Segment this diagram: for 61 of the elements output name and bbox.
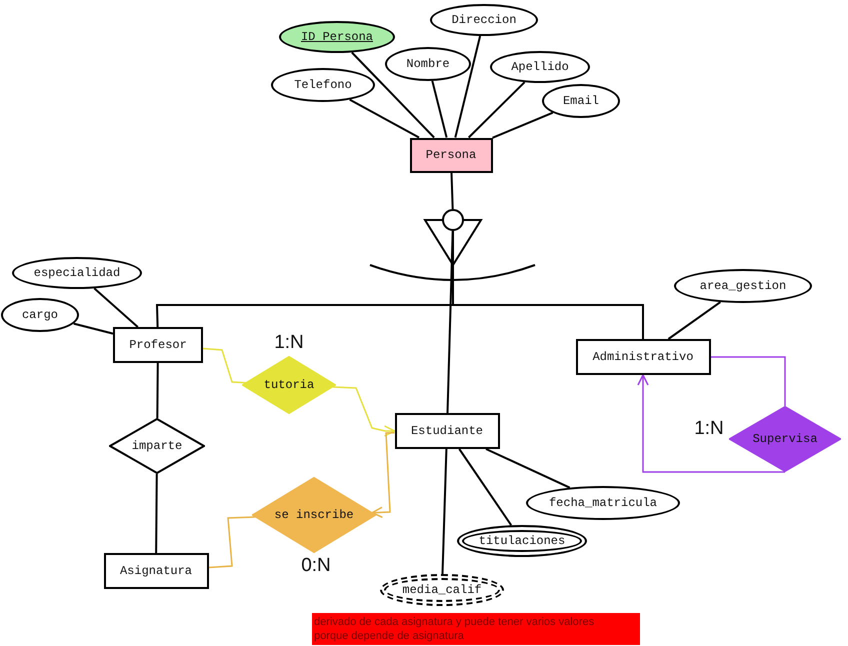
connector-line — [468, 81, 526, 138]
attribute-name: titulaciones — [478, 534, 566, 548]
entity-name: Administrativo — [592, 350, 694, 364]
relationship-name: tutoria — [264, 378, 314, 392]
connector-line — [156, 362, 159, 418]
cardinality-label: 1:N — [694, 418, 724, 440]
entity-name: Estudiante — [410, 424, 483, 438]
specialization-circle — [442, 209, 464, 231]
entity-box — [113, 327, 203, 363]
connector-line — [668, 301, 721, 340]
connector-line — [446, 230, 454, 414]
entity-box — [576, 339, 710, 375]
entity-name: Persona — [426, 148, 476, 162]
note-text: derivado de cada asignatura y puede tener varios valores porque depende de asignatura — [314, 615, 596, 643]
connector-line — [431, 80, 448, 138]
connector-line — [458, 448, 512, 526]
attribute-name: fecha_matricula — [548, 496, 658, 510]
attribute-name: Nombre — [406, 57, 450, 71]
attribute-name: especialidad — [34, 266, 120, 280]
attribute-name: Telefono — [294, 78, 352, 92]
note-box — [312, 613, 640, 645]
attribute-ellipse — [385, 47, 471, 81]
attribute-ellipse — [271, 68, 375, 102]
attribute-name: Direccion — [452, 13, 516, 27]
attribute-ellipse — [542, 84, 620, 118]
cardinality-label: 0:N — [301, 555, 331, 577]
entity-name: Asignatura — [120, 564, 192, 578]
attribute-name: Apellido — [511, 60, 569, 74]
connector-line — [454, 36, 482, 138]
connector-line — [94, 288, 138, 328]
relationship-name: Supervisa — [752, 432, 818, 446]
connector-line — [202, 348, 246, 384]
relationship-diamond — [109, 418, 205, 474]
relationship-diamond — [252, 477, 376, 553]
connector-line — [155, 474, 158, 554]
entity-box — [410, 138, 492, 172]
arrow — [332, 386, 396, 437]
attribute-name: cargo — [22, 308, 58, 322]
connector-line — [208, 516, 256, 568]
relationship-diamond — [242, 356, 336, 414]
attribute-name: ID Persona — [300, 30, 373, 44]
connector-line — [710, 356, 786, 406]
relationship-name: se inscribe — [274, 508, 354, 522]
connector-line — [73, 322, 114, 335]
attribute-name: Email — [562, 94, 599, 108]
entity-box — [104, 553, 208, 589]
attribute-name: area_gestion — [700, 279, 786, 293]
relationship-diamond — [729, 406, 841, 472]
arrow — [637, 374, 786, 473]
connector-line — [442, 448, 448, 574]
connector-line — [351, 52, 435, 138]
relationship-name: imparte — [132, 439, 182, 453]
attribute-ellipse — [1, 298, 79, 332]
connector-line — [492, 112, 554, 139]
entity-name: Profesor — [129, 338, 187, 352]
cardinality-label: 1:N — [274, 332, 304, 354]
connector-line — [450, 172, 454, 210]
attribute-name: media_calif — [402, 583, 482, 597]
entity-box — [394, 413, 500, 449]
connector-line — [486, 448, 570, 489]
arrow — [371, 432, 395, 518]
